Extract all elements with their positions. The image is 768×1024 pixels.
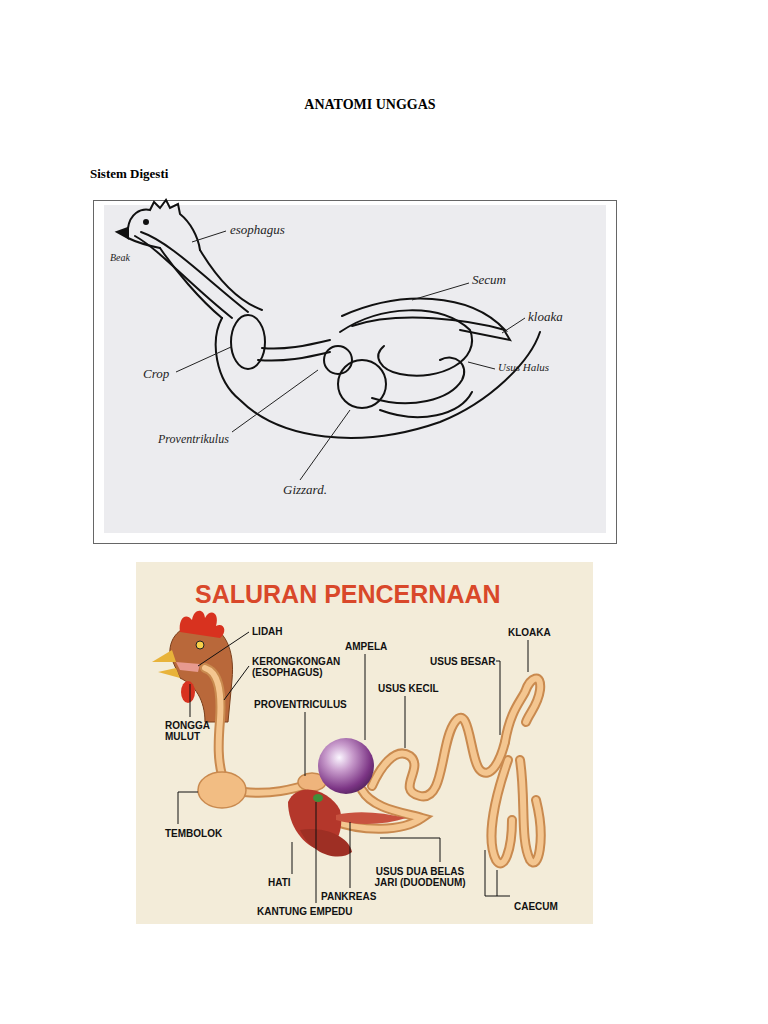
part-label: PROVENTRICULUS <box>254 699 347 710</box>
part-label: KLOAKA <box>508 627 551 638</box>
digestive-tract-outline <box>492 760 512 863</box>
leader-line <box>365 654 366 740</box>
part-label: AMPELA <box>345 641 387 652</box>
sketch-frame <box>94 201 617 544</box>
organs <box>198 772 246 808</box>
part-label: KERONGKONGAN (ESOPHAGUS) <box>252 656 347 678</box>
part-label: CAECUM <box>514 901 558 912</box>
digestive-tract <box>205 668 541 863</box>
leader-line <box>497 870 498 896</box>
sketch-leader-line <box>412 283 469 300</box>
part-label: RONGGA MULUT <box>165 720 217 742</box>
sketch-leader-line <box>502 318 525 333</box>
leader-line <box>350 822 351 888</box>
leader-line <box>405 696 406 748</box>
organs <box>318 738 374 794</box>
leader-line <box>178 792 198 824</box>
organs <box>336 812 406 824</box>
rooster-head <box>158 668 180 678</box>
rooster-head <box>180 611 225 638</box>
organs <box>313 794 323 802</box>
rooster-head <box>196 641 204 649</box>
part-label: Beak <box>110 252 130 263</box>
sketch-chicken <box>380 392 472 417</box>
sketch-chicken <box>216 318 540 438</box>
rooster-head <box>152 650 176 662</box>
leader-line <box>316 802 317 903</box>
leader-line <box>528 640 529 672</box>
digestive-tract <box>372 718 505 797</box>
leader-line <box>224 666 249 700</box>
section-heading: Sistem Digesti <box>90 166 168 182</box>
leader-line <box>380 838 440 862</box>
digestive-tract <box>505 678 540 742</box>
digestive-tract-outline <box>332 790 422 829</box>
sketch-leader-line <box>300 410 350 480</box>
digestive-tract-outline <box>205 668 541 863</box>
sketch-chicken <box>324 346 352 374</box>
leader-line <box>496 661 500 735</box>
sketch-chicken <box>117 228 128 238</box>
part-label: USUS KECIL <box>378 683 439 694</box>
leader-line <box>305 712 306 776</box>
organs <box>300 829 352 857</box>
part-label: Crop <box>143 366 169 382</box>
leader-line <box>190 684 191 717</box>
page-title: ANATOMI UNGGAS <box>0 97 740 113</box>
part-label: HATI <box>268 877 291 888</box>
sketch-leader-line <box>176 347 231 372</box>
digestive-tract-outline <box>372 718 505 797</box>
sketch-chicken <box>342 299 505 330</box>
part-label: kloaka <box>528 309 563 325</box>
sketch-frame <box>104 205 606 533</box>
part-label: TEMBOLOK <box>165 828 222 839</box>
part-label: PANKREAS <box>321 891 376 902</box>
part-label: USUS DUA BELAS JARI (DUODENUM) <box>372 866 468 888</box>
sketch-leader-line <box>468 362 495 369</box>
sketch-chicken <box>141 232 248 312</box>
sketch-leader-line <box>192 231 226 242</box>
sketch-frame <box>94 201 617 544</box>
sketch-chicken <box>372 358 464 404</box>
sketch-chicken <box>258 352 330 361</box>
part-label: esophagus <box>230 222 285 238</box>
digestive-tract-outline <box>505 678 540 742</box>
rooster-head <box>181 681 195 703</box>
part-label: Usus Halus <box>498 361 549 373</box>
sketch-chicken <box>144 220 148 224</box>
digestive-tract <box>492 760 512 863</box>
sketch-chicken <box>128 200 200 250</box>
part-label: Proventrikulus <box>158 432 229 447</box>
part-label: Secum <box>472 272 506 288</box>
sketch-chicken <box>117 200 540 438</box>
sketch-chicken <box>262 340 330 349</box>
sketch-leader-line <box>232 370 318 432</box>
digestive-tract <box>520 760 541 863</box>
leader-line <box>178 632 528 903</box>
digestive-tract <box>332 790 422 829</box>
digestive-tract-outline <box>520 760 541 863</box>
part-label: KANTUNG EMPEDU <box>257 906 353 917</box>
sketch-chicken <box>460 330 510 340</box>
leader-line <box>198 632 249 666</box>
poster-background <box>136 562 593 924</box>
rooster-head <box>176 662 200 672</box>
sketch-chicken <box>135 236 232 318</box>
organs <box>198 738 406 857</box>
part-label: LIDAH <box>252 626 283 637</box>
part-label: Gizzard. <box>283 482 327 498</box>
part-label: USUS BESAR <box>430 656 496 667</box>
leader-line <box>292 842 293 874</box>
poster-background <box>136 562 593 924</box>
poster-heading: SALURAN PENCERNAAN <box>195 580 501 609</box>
leader-line <box>485 850 510 896</box>
